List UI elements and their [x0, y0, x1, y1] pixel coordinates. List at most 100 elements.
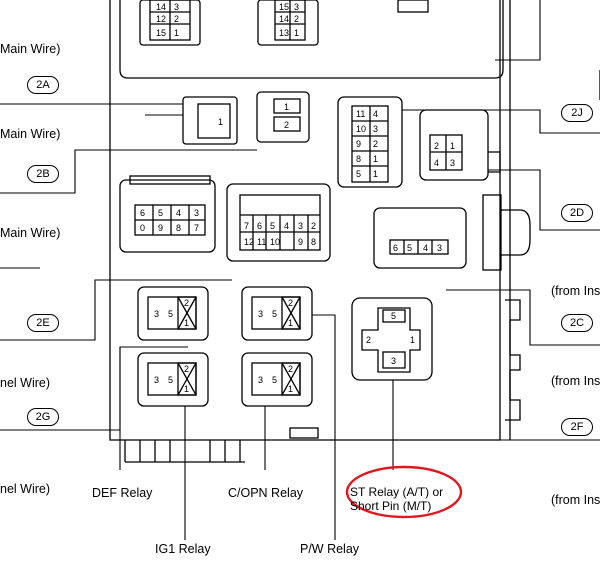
svg-text:15: 15 — [279, 2, 289, 12]
svg-text:2: 2 — [184, 298, 189, 308]
svg-text:10: 10 — [270, 237, 280, 247]
ig1-relay-label: IG1 Relay — [155, 542, 211, 556]
housing-bottom-comb — [124, 427, 319, 463]
st-relay-label-line1: ST Relay (A/T) or — [350, 485, 444, 499]
svg-text:13: 13 — [279, 28, 289, 38]
svg-text:1: 1 — [288, 318, 293, 328]
top-inner-panel — [119, 0, 504, 79]
svg-text:1: 1 — [373, 154, 378, 164]
svg-text:3: 3 — [194, 208, 199, 218]
block-housing-outline — [109, 0, 501, 441]
svg-text:14: 14 — [156, 2, 166, 12]
from-ins-label-1: (from Ins — [551, 284, 600, 298]
connector-2c-tag: 2C — [561, 314, 593, 332]
def-relay-label: DEF Relay — [92, 486, 153, 500]
svg-text:4: 4 — [284, 221, 289, 231]
svg-text:3: 3 — [154, 375, 159, 385]
svg-text:4: 4 — [423, 243, 428, 253]
st-relay-label-line2: Short Pin (M/T) — [350, 499, 432, 513]
svg-text:6: 6 — [140, 208, 145, 218]
svg-text:5: 5 — [272, 375, 277, 385]
svg-text:2: 2 — [366, 335, 371, 345]
svg-text:12: 12 — [244, 237, 254, 247]
svg-text:11: 11 — [356, 109, 365, 119]
svg-text:2: 2 — [184, 364, 189, 374]
ig1-relay-socket — [137, 352, 209, 407]
connector-2c-body — [373, 194, 531, 271]
svg-text:5: 5 — [272, 309, 277, 319]
connector-2a-tag: 2A — [27, 76, 59, 94]
svg-text:6: 6 — [393, 243, 398, 253]
svg-text:1: 1 — [184, 318, 189, 328]
main-wire-label-3: Main Wire) — [0, 226, 61, 240]
svg-text:5: 5 — [391, 311, 396, 321]
top-left-connector — [139, 0, 201, 46]
svg-text:1: 1 — [450, 141, 455, 151]
svg-text:2: 2 — [288, 364, 293, 374]
svg-text:3: 3 — [174, 2, 179, 12]
svg-text:1: 1 — [410, 335, 415, 345]
svg-text:7: 7 — [244, 221, 249, 231]
svg-text:2: 2 — [434, 141, 439, 151]
svg-text:1: 1 — [288, 384, 293, 394]
svg-text:3: 3 — [154, 309, 159, 319]
svg-text:7: 7 — [194, 223, 199, 233]
svg-text:5: 5 — [168, 375, 173, 385]
svg-text:2: 2 — [174, 14, 179, 24]
svg-text:1: 1 — [218, 117, 223, 127]
svg-text:5: 5 — [356, 169, 361, 179]
svg-text:9: 9 — [298, 237, 303, 247]
svg-text:3: 3 — [373, 124, 378, 134]
copn-relay-socket — [241, 352, 313, 407]
svg-text:4: 4 — [373, 109, 378, 119]
svg-text:3: 3 — [258, 309, 263, 319]
pw-relay-label: P/W Relay — [300, 542, 360, 556]
svg-text:1: 1 — [284, 102, 289, 112]
panel-wire-label-2: nel Wire) — [0, 482, 51, 496]
connector-2e-body — [119, 175, 216, 253]
copn-relay-label: C/OPN Relay — [228, 486, 304, 500]
svg-text:12: 12 — [156, 14, 166, 24]
from-ins-label-3: (from Ins — [551, 493, 600, 507]
st-relay-socket — [351, 297, 433, 381]
panel-wire-label-1: nel Wire) — [0, 376, 51, 390]
svg-text:1: 1 — [174, 28, 179, 38]
connector-2e-tag: 2E — [27, 314, 59, 332]
svg-text:8: 8 — [356, 154, 361, 164]
svg-text:3: 3 — [258, 375, 263, 385]
from-ins-label-2: (from Ins — [551, 374, 600, 388]
top-right-tab — [397, 0, 429, 13]
highlight-ellipse — [345, 465, 463, 519]
pw-relay-socket — [241, 286, 313, 341]
svg-text:4: 4 — [434, 158, 439, 168]
main-wire-label-1: Main Wire) — [0, 42, 61, 56]
svg-text:8: 8 — [176, 223, 181, 233]
right-side-bracket — [505, 70, 600, 421]
svg-text:14: 14 — [279, 14, 289, 24]
svg-text:10: 10 — [356, 124, 366, 134]
connector-2g-body — [226, 183, 331, 262]
connector-2j-body — [337, 96, 403, 188]
svg-text:4: 4 — [176, 208, 181, 218]
svg-text:9: 9 — [158, 223, 163, 233]
top-middle-connector — [257, 0, 319, 46]
svg-text:11: 11 — [257, 237, 266, 247]
svg-text:3: 3 — [298, 221, 303, 231]
def-relay-socket — [137, 286, 209, 341]
svg-text:3: 3 — [450, 158, 455, 168]
svg-text:2: 2 — [288, 298, 293, 308]
svg-text:8: 8 — [311, 237, 316, 247]
svg-text:3: 3 — [391, 356, 396, 366]
connector-2d-tag: 2D — [561, 204, 593, 222]
svg-text:0: 0 — [140, 223, 145, 233]
svg-text:1: 1 — [373, 169, 378, 179]
svg-text:3: 3 — [294, 2, 299, 12]
leader-lines — [0, 0, 600, 540]
svg-text:15: 15 — [156, 28, 166, 38]
svg-text:1: 1 — [184, 384, 189, 394]
svg-text:2: 2 — [284, 120, 289, 130]
svg-text:2: 2 — [311, 221, 316, 231]
svg-text:2: 2 — [294, 14, 299, 24]
